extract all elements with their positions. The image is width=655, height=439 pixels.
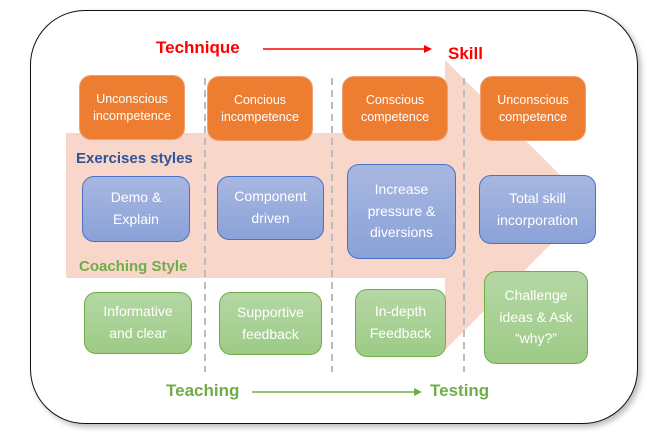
coaching-title: Coaching Style [79, 258, 188, 275]
skill-label: Skill [448, 44, 483, 63]
stage-box: Unconscious competence [480, 76, 586, 141]
progress-arrow [66, 60, 590, 350]
coaching-box: In-depth Feedback [355, 289, 446, 357]
stage-box: Concious incompetence [207, 76, 313, 141]
exercise-box: Total skill incorporation [479, 175, 596, 244]
technique-label: Technique [156, 38, 240, 57]
teaching-label: Teaching [166, 381, 240, 400]
stage-box: Unconscious incompetence [79, 75, 185, 140]
testing-label: Testing [430, 381, 490, 400]
exercise-box: Component driven [217, 176, 324, 240]
exercise-box: Demo & Explain [82, 176, 190, 242]
coaching-box: Supportive feedback [219, 292, 322, 355]
coaching-box: Informative and clear [84, 292, 192, 354]
exercises-title: Exercises styles [76, 150, 193, 167]
exercise-box: Increase pressure & diversions [347, 164, 456, 259]
stage-box: Conscious competence [342, 76, 448, 141]
coaching-box: Challenge ideas & Ask “why?” [484, 271, 588, 364]
